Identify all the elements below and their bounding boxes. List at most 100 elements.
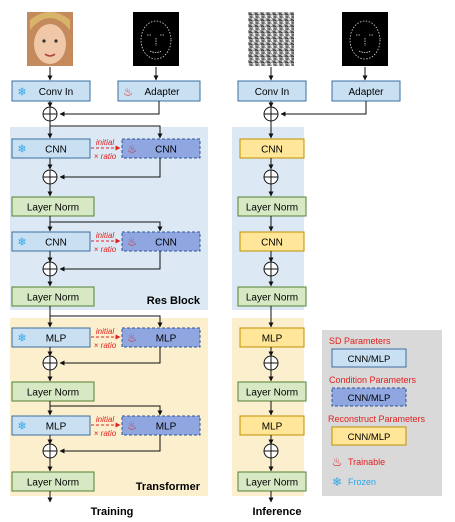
initial-label: initial (96, 138, 114, 147)
snowflake-icon: ❄ (17, 237, 26, 249)
layer-norm-box: Layer Norm (11, 196, 95, 217)
ratio-label: × ratio (94, 152, 117, 161)
layer-norm-label: Layer Norm (246, 203, 298, 214)
legend-recon-box: CNN/MLP (331, 426, 407, 446)
inference-transformer-panel (232, 318, 304, 496)
mlp-trainable-box: ♨ MLP (121, 327, 201, 348)
layer-norm-label: Layer Norm (246, 388, 298, 399)
inf-mlp-box: MLP (239, 327, 305, 348)
sum-node (42, 443, 58, 459)
legend-recon-title: Reconstruct Parameters (328, 414, 426, 424)
sum-node (263, 169, 279, 185)
inf-conv-in-box: Conv In (237, 80, 307, 102)
cnn-frozen-box: ❄ CNN (11, 138, 91, 159)
snowflake-icon: ❄ (17, 144, 26, 156)
training-caption: Training (91, 506, 134, 518)
flame-icon: ♨ (123, 87, 133, 99)
inf-adapter-box: Adapter (331, 80, 401, 102)
legend-sd-box-label: CNN/MLP (348, 354, 391, 365)
flame-icon: ♨ (127, 333, 137, 345)
legend-sd-title: SD Parameters (329, 336, 391, 346)
inf-cnn-box: CNN (239, 231, 305, 252)
cnn-trainable-box: ♨ CNN (121, 231, 201, 252)
noise-image (248, 12, 294, 66)
inf-layer-norm-box: Layer Norm (237, 471, 307, 492)
cnn-frozen-box: ❄ CNN (11, 231, 91, 252)
ratio-label: × ratio (94, 341, 117, 350)
snowflake-icon: ❄ (17, 87, 26, 99)
adapter-label: Adapter (348, 87, 384, 98)
cnn-label: CNN (261, 238, 283, 249)
cnn-label: CNN (261, 145, 283, 156)
layer-norm-label: Layer Norm (246, 478, 298, 489)
res-block-title: Res Block (147, 295, 201, 307)
layer-norm-label: Layer Norm (27, 478, 79, 489)
flame-icon: ♨ (127, 237, 137, 249)
layer-norm-label: Layer Norm (27, 388, 79, 399)
snowflake-icon: ❄ (332, 475, 342, 489)
legend-cond-box-label: CNN/MLP (348, 393, 391, 404)
mlp-frozen-box: ❄ MLP (11, 327, 91, 348)
sum-node (42, 355, 58, 371)
legend-recon-box-label: CNN/MLP (348, 432, 391, 443)
conv-in-label: Conv In (39, 87, 73, 98)
conv-in-box: ❄ Conv In (11, 80, 91, 102)
sum-node (263, 106, 279, 122)
inf-cnn-box: CNN (239, 138, 305, 159)
inf-layer-norm-box: Layer Norm (237, 286, 307, 307)
cnn-label: CNN (155, 145, 177, 156)
layer-norm-box: Layer Norm (11, 381, 95, 402)
inf-mlp-box: MLP (239, 415, 305, 436)
cnn-label: CNN (45, 238, 67, 249)
sum-node (42, 261, 58, 277)
inf-layer-norm-box: Layer Norm (237, 381, 307, 402)
layer-norm-label: Layer Norm (27, 293, 79, 304)
adapter-box: ♨ Adapter (117, 80, 201, 102)
snowflake-icon: ❄ (17, 333, 26, 345)
sum-node (263, 355, 279, 371)
legend-trainable: Trainable (348, 457, 385, 467)
flame-icon: ♨ (127, 421, 137, 433)
initial-label: initial (96, 415, 114, 424)
cnn-label: CNN (155, 238, 177, 249)
transformer-title: Transformer (136, 481, 201, 493)
legend-cond-title: Condition Parameters (329, 375, 417, 385)
flame-icon: ♨ (127, 144, 137, 156)
mlp-label: MLP (156, 334, 177, 345)
face-landmarks (133, 12, 179, 66)
legend-cond-box: CNN/MLP (331, 387, 407, 407)
mlp-label: MLP (262, 422, 283, 433)
legend-frozen: Frozen (348, 477, 376, 487)
ratio-label: × ratio (94, 245, 117, 254)
conv-in-label: Conv In (255, 87, 289, 98)
mlp-label: MLP (262, 334, 283, 345)
layer-norm-label: Layer Norm (246, 293, 298, 304)
mlp-frozen-box: ❄ MLP (11, 415, 91, 436)
sum-node (42, 106, 58, 122)
initial-label: initial (96, 327, 114, 336)
sum-node (42, 169, 58, 185)
sum-node (263, 261, 279, 277)
flame-icon: ♨ (332, 455, 343, 469)
sum-node (263, 443, 279, 459)
snowflake-icon: ❄ (17, 421, 26, 433)
cnn-trainable-box: ♨ CNN (121, 138, 201, 159)
inference-caption: Inference (253, 506, 302, 518)
mlp-label: MLP (156, 422, 177, 433)
legend-sd-box: CNN/MLP (331, 348, 407, 368)
layer-norm-label: Layer Norm (27, 203, 79, 214)
inf-layer-norm-box: Layer Norm (237, 196, 307, 217)
layer-norm-box: Layer Norm (11, 286, 95, 307)
adapter-label: Adapter (144, 87, 180, 98)
face-landmarks (342, 12, 388, 66)
cnn-label: CNN (45, 145, 67, 156)
mlp-label: MLP (46, 422, 67, 433)
layer-norm-box: Layer Norm (11, 471, 95, 492)
mlp-trainable-box: ♨ MLP (121, 415, 201, 436)
ratio-label: × ratio (94, 429, 117, 438)
transformer-panel (10, 318, 208, 496)
initial-label: initial (96, 231, 114, 240)
face-photo (27, 12, 73, 66)
mlp-label: MLP (46, 334, 67, 345)
